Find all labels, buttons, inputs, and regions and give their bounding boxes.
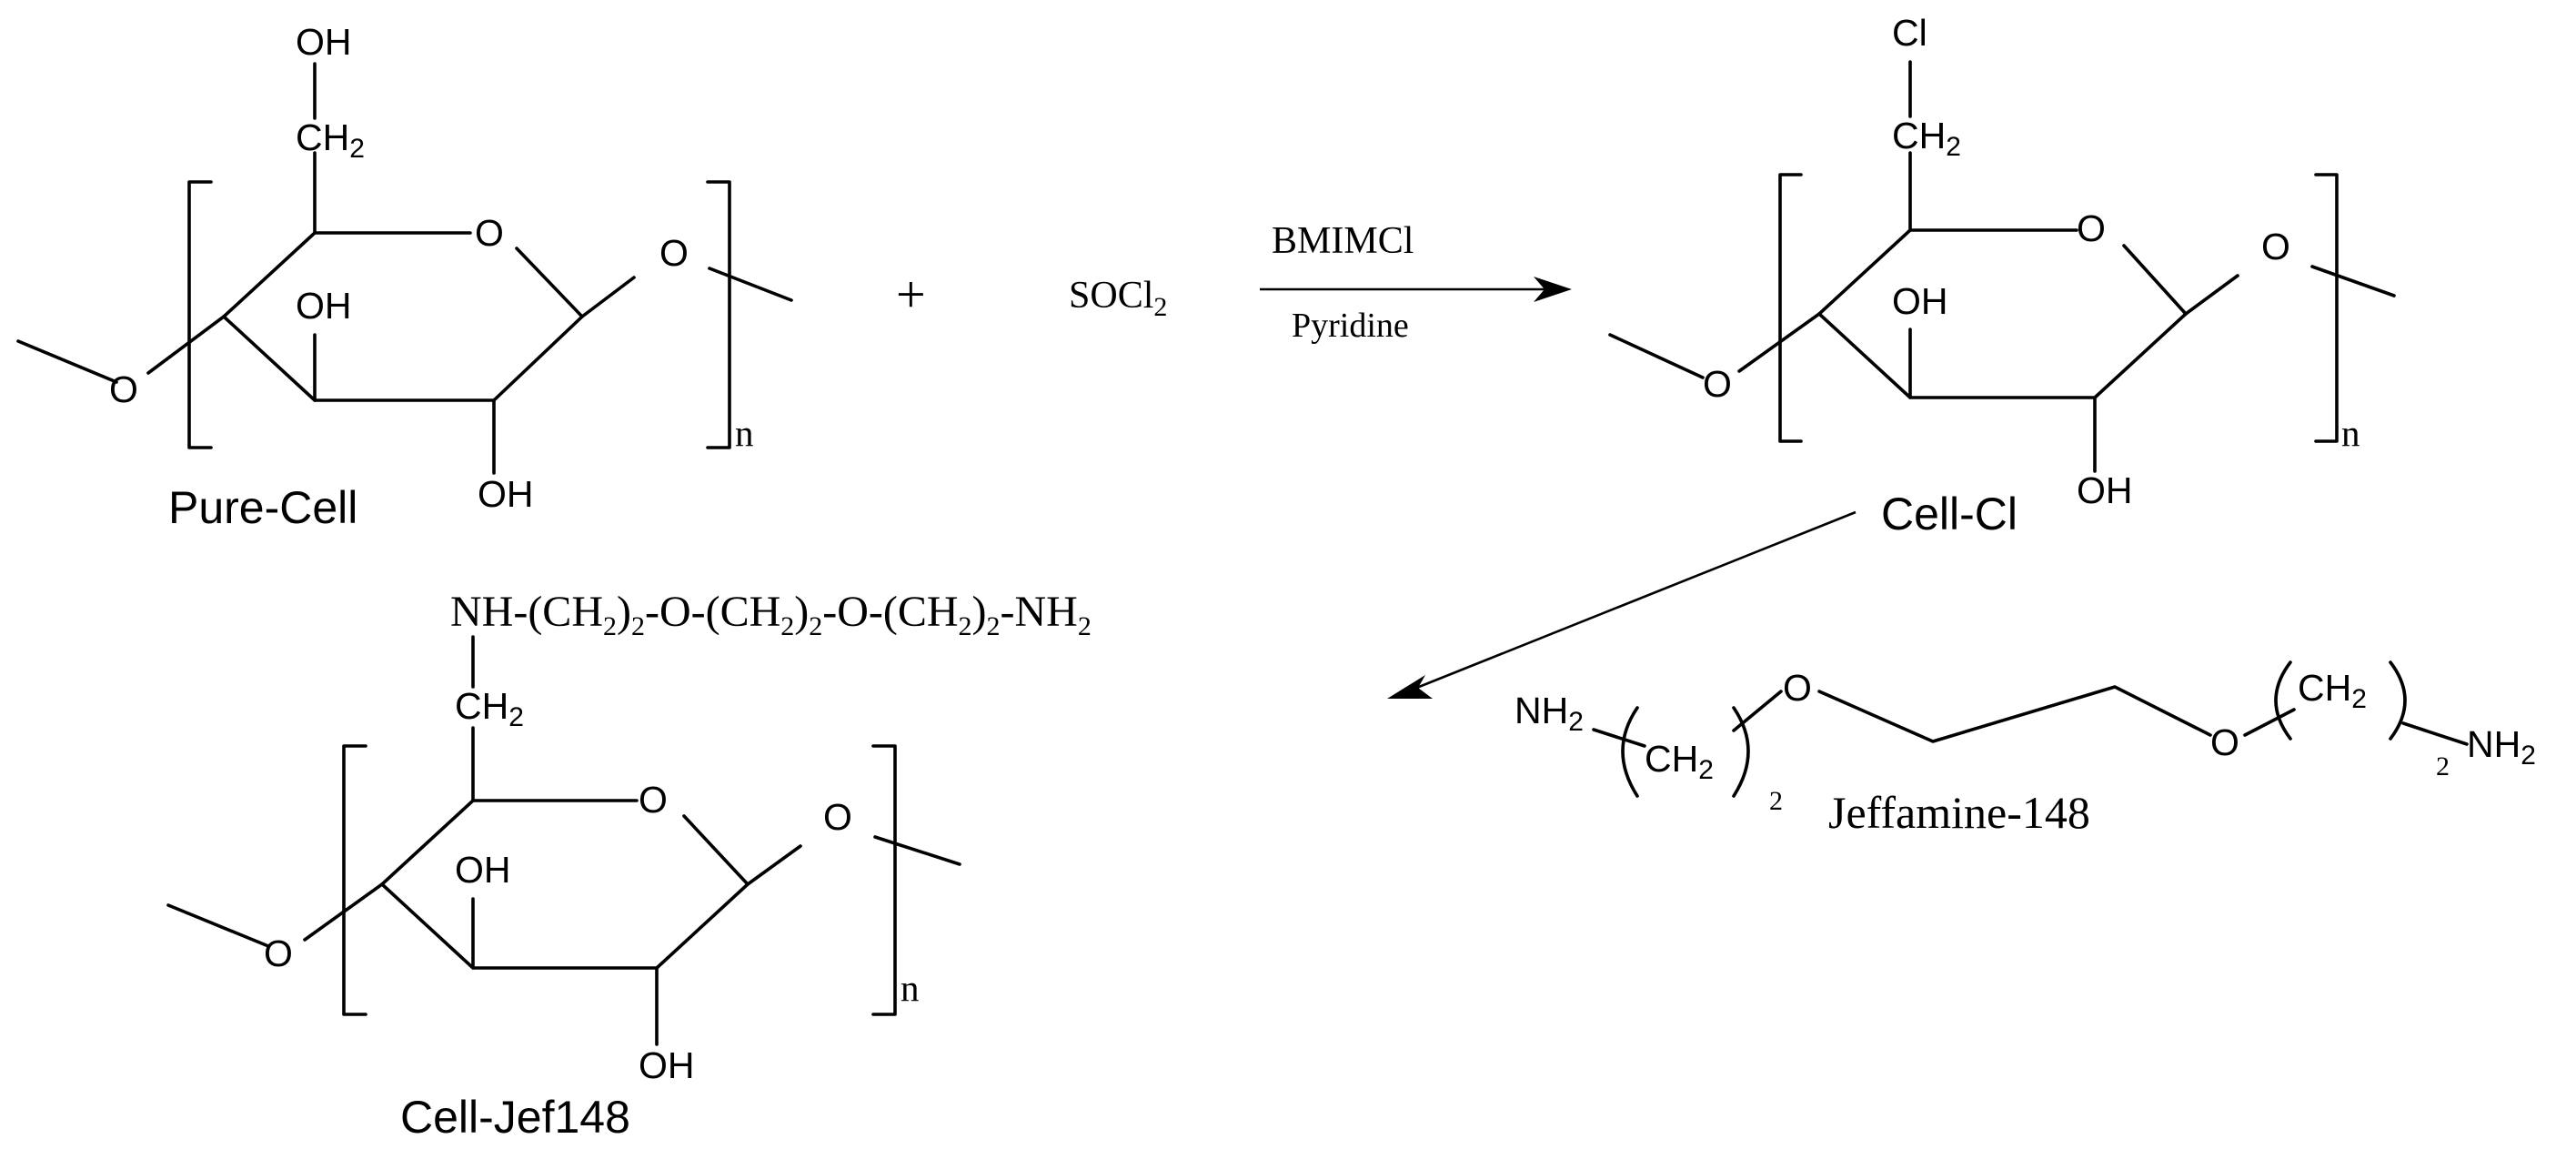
condition-bottom: Pyridine [1292,307,1409,345]
atom-label-ch2: CH2 [1645,738,1714,785]
compound-label-pure-cell: Pure-Cell [168,482,357,533]
linker-formula: NH-(CH2)2-O-(CH2)2-O-(CH2)2-NH2 [450,588,1092,641]
atom-label-link-o: O [659,232,689,274]
bracket-left [1778,173,1803,443]
bond-chain-o [1732,690,1783,732]
ring-bond-o-c1 [515,247,584,318]
atom-label-oh: OH [296,21,352,63]
atom-label-link-o: O [2261,226,2290,267]
atom-label-link-o: O [823,796,852,838]
bond-chain-nh2 [2401,721,2469,746]
reaction-arrow-2-head [1387,675,1433,699]
ring-bond-o-c1 [2122,244,2188,316]
atom-label-ch2: CH2 [455,685,524,732]
atom-label-oh: OH [455,849,511,891]
atom-label-link-o: O [109,368,138,410]
atom-label-ring-o: O [2077,207,2106,249]
repeat-unit-n: n [901,967,920,1009]
atom-label-ch2: CH2 [2298,667,2367,714]
atom-label-ring-o: O [639,779,668,821]
atom-label-ring-o: O [475,212,504,254]
glycosidic-bond-out [708,267,793,302]
bracket-left [187,180,213,449]
atom-label-o: O [1783,667,1812,709]
cell-cl-structure: Cl CH2 O O O OH OH n Cell-Cl [1608,12,2396,539]
jeffamine-structure: NH2 CH2 2 O O CH2 2 NH2 Jeffamine-148 [1514,660,2536,838]
repeat-bracket-right [2389,660,2407,741]
glycosidic-bond-out [873,835,961,866]
repeat-subscript: 2 [2436,751,2450,781]
atom-label-cl: Cl [1892,12,1927,54]
ring-bonds [1817,228,2239,399]
bracket-left [342,744,367,1016]
compound-label-cell-jef148: Cell-Jef148 [400,1092,630,1143]
glycosidic-bond-in [16,339,118,384]
glycosidic-bond-c4 [146,315,226,375]
repeat-bracket-right [1732,706,1750,798]
atom-label-o: O [2210,721,2239,763]
ethylene-bonds [1817,685,2212,743]
plus-sign: + [896,265,926,324]
glycosidic-bond-in [1608,333,1705,379]
repeat-bracket-left [1621,706,1639,798]
repeat-unit-n: n [2341,412,2360,454]
bracket-right [2314,173,2339,443]
glycosidic-bond-out [2310,265,2396,297]
repeat-subscript: 2 [1769,786,1783,816]
reaction-arrow-head [1534,277,1572,302]
bond-o-chain [2243,708,2296,737]
atom-label-ch2: CH2 [1892,115,1961,162]
atom-label-oh: OH [296,285,352,327]
glycosidic-bond-in [166,903,270,948]
atom-label-ch2: CH2 [296,116,365,164]
atom-label-oh: OH [1892,280,1948,322]
atom-label-oh: OH [478,473,534,515]
atom-label-link-o: O [264,932,293,974]
atom-label-oh: OH [639,1044,695,1086]
atom-label-nh2: NH2 [1514,690,1584,737]
atom-label-link-o: O [1703,363,1732,405]
compound-label-cell-cl: Cell-Cl [1881,489,2018,539]
bracket-right [871,744,897,1016]
bond-nh2-chain [1592,728,1646,748]
ring-bonds [222,231,636,402]
bracket-right [706,180,731,449]
pure-cell-structure: OH CH2 O O O OH OH n Pure-Cell [16,21,793,533]
reaction-arrow-2 [1414,510,1857,690]
cell-jef148-structure: NH-(CH2)2-O-(CH2)2-O-(CH2)2-NH2 CH2 O O … [166,588,1092,1143]
reagent-socl2: SOCl2 [1069,275,1167,322]
ring-bonds [380,799,802,970]
ring-bond-o-c1 [682,814,750,886]
atom-label-oh: OH [2077,469,2133,511]
repeat-bracket-left [2274,660,2292,741]
atom-label-nh2: NH2 [2467,723,2536,771]
repeat-unit-n: n [735,412,754,454]
compound-label-jeffamine: Jeffamine-148 [1828,787,2090,838]
condition-top: BMIMCl [1272,220,1414,262]
